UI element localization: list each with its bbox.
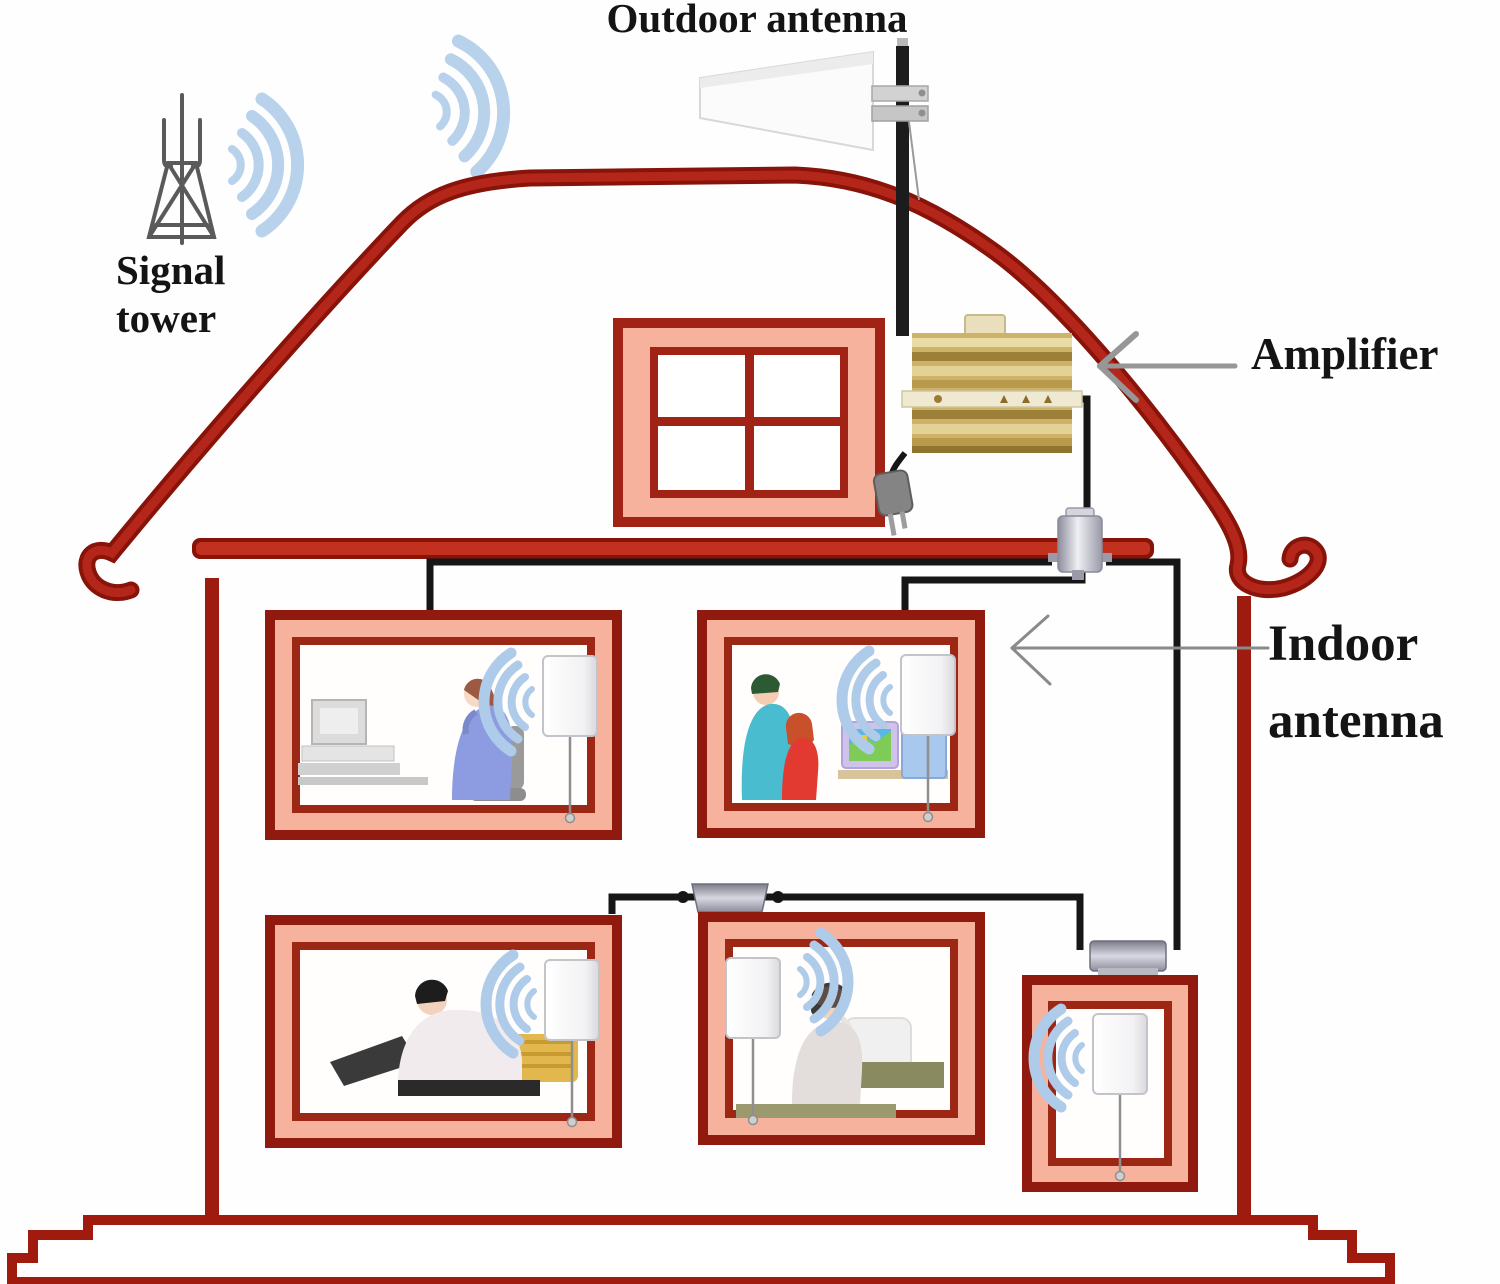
steps-icon <box>7 1215 1395 1284</box>
person-man-and-girl <box>741 674 819 800</box>
cable-lower-horizontal <box>608 893 1084 950</box>
indoor-antenna-arrow <box>1010 614 1270 686</box>
splitter-icon <box>1048 507 1112 580</box>
house-wall-left <box>205 578 219 1222</box>
amplifier-label: Amplifier <box>1251 329 1439 379</box>
signal-tower-label-line1: Signal <box>116 247 226 293</box>
cable-splitter-to-room-middle-left <box>426 558 1052 614</box>
indoor-antenna-label: Indoor antenna <box>1268 606 1444 759</box>
signal-tower-label-line2: tower <box>116 295 217 342</box>
outdoor-antenna-label: Outdoor antenna <box>606 0 908 41</box>
mounting-pole-icon <box>896 38 920 336</box>
cable-splitter-to-lower-right <box>1106 558 1181 950</box>
radio-waves-icon <box>232 36 512 231</box>
amplifier-icon <box>901 314 1083 453</box>
signal-tower-label: Signal tower <box>116 246 225 343</box>
power-plug-icon <box>872 451 914 536</box>
room-bottom-right <box>1022 975 1198 1192</box>
house-wall-right <box>1237 596 1251 1222</box>
room-middle-left <box>265 610 622 840</box>
splitter-icon <box>1089 940 1167 975</box>
room-bottom-left <box>265 915 622 1148</box>
amplifier-arrow <box>1097 331 1238 403</box>
room-middle-right <box>697 610 985 838</box>
cable-joint <box>677 891 689 903</box>
person-woman-headset <box>736 982 944 1118</box>
cable-amp-to-splitter <box>1070 395 1091 518</box>
cable-joint <box>772 891 784 903</box>
office-equipment <box>298 699 428 785</box>
cable-splitter-to-room-middle-right <box>901 566 1086 614</box>
room-bottom-middle <box>698 912 985 1145</box>
indoor-antenna-label-line1: Indoor <box>1268 616 1419 672</box>
outdoor-antenna-icon <box>699 50 929 152</box>
indoor-antenna-label-line2: antenna <box>1268 692 1444 749</box>
attic-floor-line <box>192 538 1154 559</box>
splitter-icon <box>691 883 769 913</box>
attic-window-icon <box>613 318 885 527</box>
house-roof-icon <box>78 166 1327 601</box>
signal-tower-icon <box>146 93 217 245</box>
pole-clamp-icon <box>871 85 929 122</box>
